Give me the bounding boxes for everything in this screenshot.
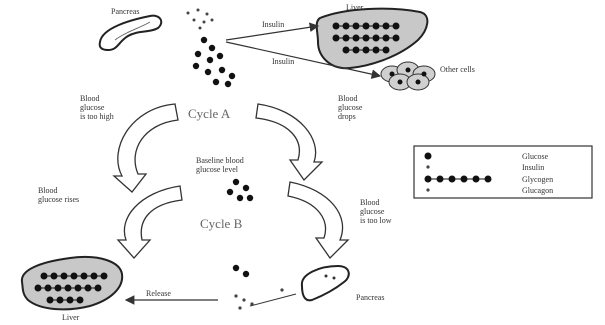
legend-insulin-label: Insulin	[522, 163, 544, 172]
legend-glucose-label: Glucose	[522, 152, 549, 161]
legend-glycogen-label: Glycogen	[522, 175, 553, 184]
cycle-a-arrow-left	[112, 103, 179, 193]
legend-glucagon-label: Glucagon	[522, 186, 553, 195]
cycle-a-left-line2: glucose	[80, 103, 105, 112]
insulin-arrow-liver-label: Insulin	[262, 20, 284, 29]
pancreas-bottom-label: Pancreas	[356, 293, 384, 302]
glucagon-line	[249, 293, 297, 307]
insulin-arrow-cells-label: Insulin	[272, 57, 294, 66]
cycle-b-right-line1: Blood	[360, 198, 380, 207]
insulin-dots-top	[186, 8, 214, 30]
cycle-a-left-line1: Blood	[80, 94, 100, 103]
liver-bottom	[20, 256, 124, 311]
baseline-line2: glucose level	[196, 165, 239, 174]
glucose-cluster-bottom	[232, 264, 250, 278]
legend: Glucose Insulin Glycogen Glucagon	[413, 145, 593, 199]
pancreas-top	[98, 14, 163, 52]
glucose-cluster-top	[192, 36, 236, 88]
baseline-line1: Baseline blood	[196, 156, 244, 165]
release-label: Release	[146, 289, 171, 298]
insulin-arrow-cells	[225, 41, 382, 79]
cycle-b-arrow-right	[287, 181, 350, 260]
legend-glycogen-swatch	[424, 175, 492, 183]
cycle-a-right-line3: drops	[338, 112, 356, 121]
other-cells	[380, 61, 436, 91]
liver-bottom-label: Liver	[62, 313, 80, 322]
liver-top	[315, 7, 429, 70]
legend-glucose-swatch	[424, 152, 432, 160]
cycle-a-left-line3: is too high	[80, 112, 114, 121]
cycle-b-left-line2: glucose rises	[38, 195, 79, 204]
cycle-b-right-line2: glucose	[360, 207, 385, 216]
pancreas-bottom	[300, 264, 350, 302]
cycle-b-right-line3: is too low	[360, 216, 392, 225]
cycle-a-right-line2: glucose	[338, 103, 363, 112]
cycle-a-right-line1: Blood	[338, 94, 358, 103]
legend-insulin-swatch	[426, 165, 430, 169]
cycle-b-arrow-left	[116, 185, 183, 259]
insulin-arrow-liver	[225, 22, 320, 41]
glucose-cluster-middle	[226, 178, 254, 202]
other-cells-label: Other cells	[440, 65, 475, 74]
cycle-a-title: Cycle A	[188, 106, 231, 121]
pancreas-top-label: Pancreas	[111, 7, 139, 16]
cycle-b-left-line1: Blood	[38, 186, 58, 195]
cycle-b-title: Cycle B	[200, 216, 243, 231]
cycle-a-arrow-right	[255, 103, 324, 182]
legend-glucagon-swatch	[426, 188, 430, 192]
liver-top-label: Liver	[346, 3, 364, 12]
